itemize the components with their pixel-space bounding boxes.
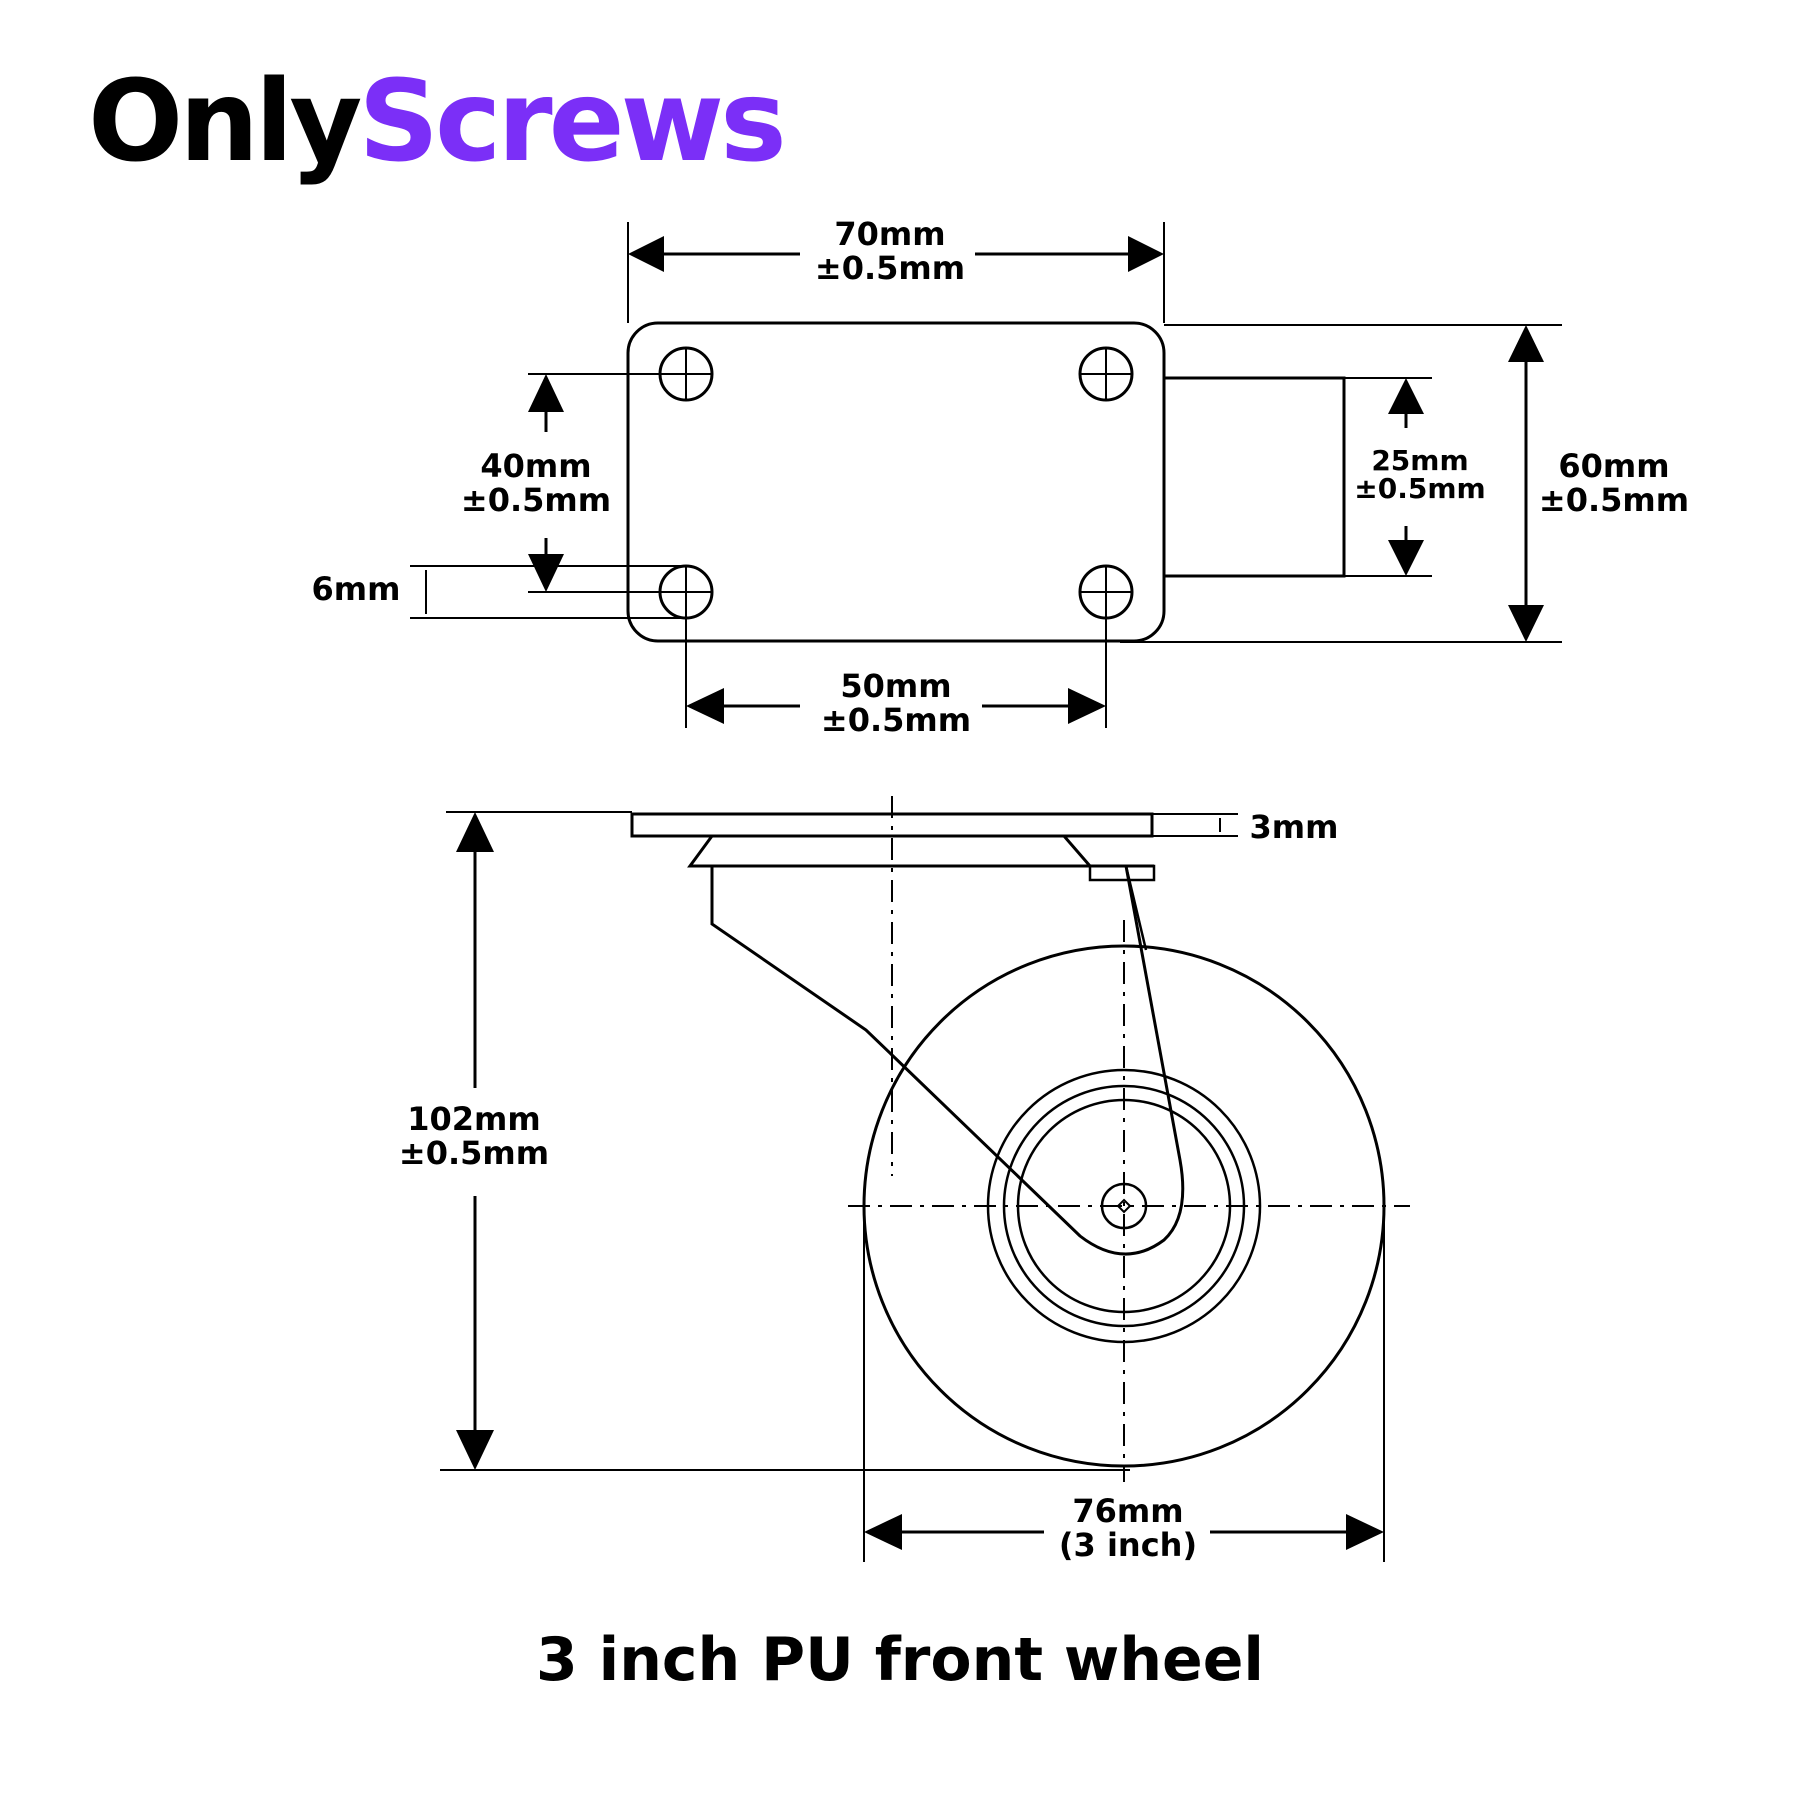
dimension-label: ±0.5mm [399, 1134, 549, 1172]
brand-name-part2: Screws [358, 57, 782, 187]
dimension-label: 25mm [1371, 444, 1468, 477]
arrowhead [1388, 540, 1424, 576]
arrowhead [864, 1514, 902, 1550]
arrowhead [456, 812, 494, 852]
arrowhead [1128, 236, 1164, 272]
dimension-label: 76mm [1072, 1492, 1183, 1530]
dimension-label: ±0.5mm [821, 701, 971, 739]
dimension-plate-height: 60mm ±0.5mm [1120, 324, 1689, 643]
arrowhead [1508, 605, 1544, 642]
bolt-hole [1078, 346, 1134, 402]
dimension-total-height: 102mm ±0.5mm [399, 811, 1130, 1471]
dimension-hole-spacing-horizontal: 50mm ±0.5mm [685, 592, 1107, 739]
caster-side-view: 3mm 102mm ±0.5mm 76mm (3 inch) [399, 796, 1410, 1564]
dimension-label: ±0.5mm [815, 249, 965, 287]
dimension-hole-spacing-vertical: 40mm ±0.5mm [461, 373, 686, 593]
dimension-label: 70mm [834, 215, 945, 253]
dimension-plate-thickness: 3mm [1152, 808, 1338, 846]
swivel-ring [687, 834, 1094, 868]
top-plate-view: 70mm ±0.5mm 60mm ±0.5mm 25mm ±0.5mm [312, 215, 1690, 739]
dimension-label: 102mm [407, 1100, 540, 1138]
dimension-label: 40mm [480, 447, 591, 485]
arrowhead [1346, 1514, 1384, 1550]
dimension-label: ±0.5mm [1354, 472, 1485, 505]
arrowhead [686, 688, 724, 724]
brand-name-part1: Only [88, 57, 360, 187]
swivel-lip [1088, 864, 1156, 882]
caster-fork [710, 864, 1185, 1256]
arrowhead [528, 374, 564, 412]
stem-outline [1164, 376, 1346, 578]
dimension-label: (3 inch) [1059, 1526, 1197, 1564]
product-caption: 3 inch PU front wheel [536, 1625, 1264, 1695]
dimension-label: ±0.5mm [461, 481, 611, 519]
dimension-stem-width: 25mm ±0.5mm [1344, 377, 1486, 577]
arrowhead [628, 236, 664, 272]
dimension-label: 60mm [1558, 447, 1669, 485]
drawing-line [1124, 865, 1148, 951]
dimension-label: ±0.5mm [1539, 481, 1689, 519]
arrowhead [456, 1430, 494, 1470]
arrowhead [1068, 688, 1106, 724]
dimension-label: 3mm [1250, 808, 1339, 846]
dimension-hole-diameter: 6mm [312, 565, 686, 619]
dimension-plate-width: 70mm ±0.5mm [627, 215, 1165, 323]
brand-logo: OnlyScrews [88, 57, 783, 187]
dimension-wheel-diameter: 76mm (3 inch) [863, 1206, 1385, 1564]
mounting-plate-outline [626, 321, 1166, 643]
axle-hex-icon [1116, 1198, 1132, 1214]
dimension-label: 50mm [840, 667, 951, 705]
arrowhead [1388, 378, 1424, 414]
dimension-label: 6mm [312, 570, 401, 608]
arrowhead [1508, 325, 1544, 362]
arrowhead [528, 554, 564, 592]
